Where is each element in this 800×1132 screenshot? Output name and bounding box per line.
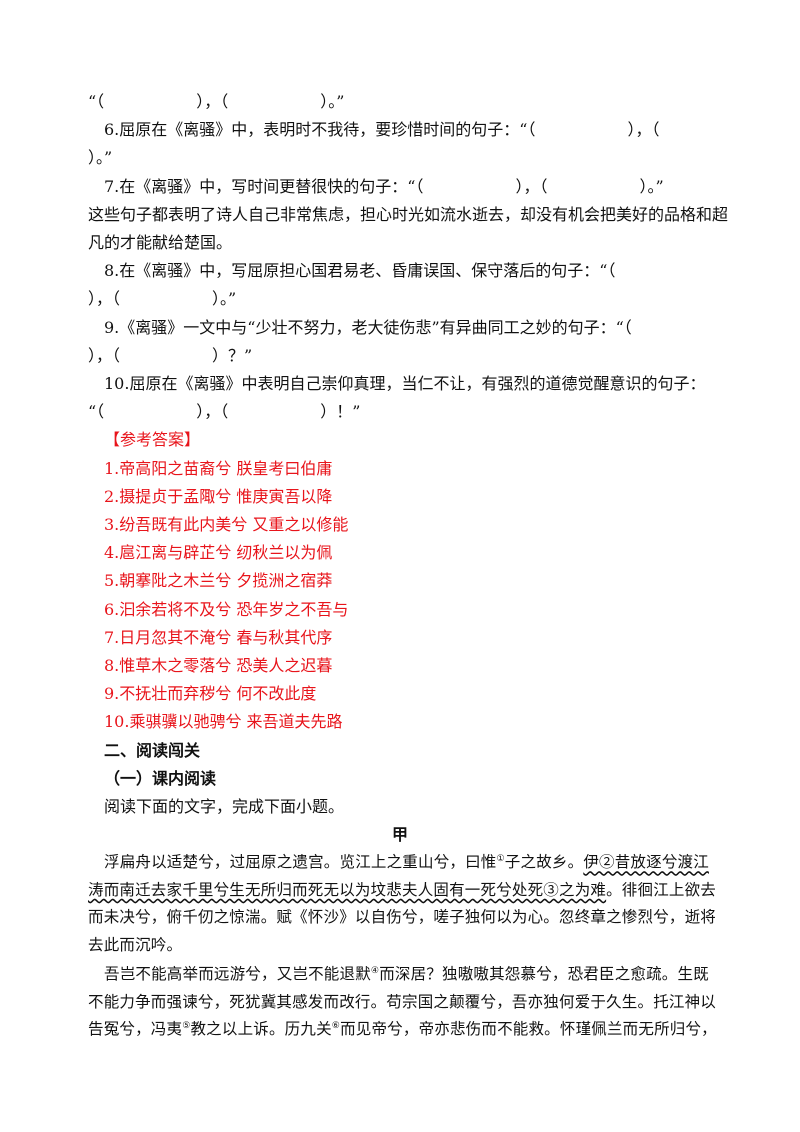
question-6-line-2: ）。” <box>88 148 113 168</box>
footnote-mark: ① <box>496 854 505 865</box>
passage-line: 而未决兮，俯千仞之惊湍。赋《怀沙》以自伤兮，嗟子独何以为心。忽终章之惨烈兮，逝将 <box>88 908 717 927</box>
passage-title: 甲 <box>391 825 408 845</box>
passage-text: 而深居？独嗷嗷其怨慕兮，恐君臣之愈疏。生既 <box>379 965 709 984</box>
passage-text: 而见帝兮，帝亦悲伤而不能救。怀瑾佩兰而无所归兮， <box>340 1020 717 1039</box>
answer-item: 9.不抚壮而弃秽兮 何不改此度 <box>104 684 317 704</box>
passage-text: 浮扁舟以适楚兮，过屈原之遗宫。览江上之重山兮，曰惟 <box>104 853 497 872</box>
passage-line: 去此而沉吟。 <box>88 935 183 954</box>
answer-item: 7.日月忽其不淹兮 春与秋其代序 <box>104 627 333 647</box>
question-8-line-2: ），（）。” <box>88 289 237 309</box>
footnote-mark: ⑥ <box>331 1021 341 1032</box>
wavy-underlined-text: 伊②昔放逐兮渡江 <box>583 853 709 872</box>
passage-line: 不能力争而强谏兮，死犹冀其感发而改行。苟宗国之颠覆兮，吾亦独何爱于久生。托江神以 <box>88 992 717 1011</box>
answer-item: 3.纷吾既有此内美兮 又重之以修能 <box>104 515 349 535</box>
section-title: 二、阅读闯关 <box>104 740 201 760</box>
answer-header: 【参考答案】 <box>104 430 201 450</box>
question-5-line-2: “（），（）。” <box>88 92 345 111</box>
section-instruction: 阅读下面的文字，完成下面小题。 <box>104 797 345 817</box>
passage-line: 涛而南迁去家千里兮生无所归而死无以为坟悲夫人固有一死兮处死③之为难。徘徊江上欲去 <box>88 877 716 905</box>
answer-item: 5.朝搴阰之木兰兮 夕揽洲之宿莽 <box>104 571 333 591</box>
answer-item: 10.乘骐骥以驰骋兮 来吾道夫先路 <box>104 712 343 732</box>
passage-line: 浮扁舟以适楚兮，过屈原之遗宫。览江上之重山兮，曰惟①子之故乡。伊②昔放逐兮渡江 <box>88 849 712 877</box>
question-10-line-2: “（），（）！” <box>88 402 361 422</box>
passage-text: 吾岂不能高举而远游兮，又岂不能退默 <box>104 965 371 984</box>
question-6-line-1: 6.屈原在《离骚》中，表明时不我待，要珍惜时间的句子：“（），（ <box>104 120 660 140</box>
answer-item: 8.惟草木之零落兮 恐美人之迟暮 <box>104 656 333 676</box>
passage-text: 子之故乡。 <box>504 853 584 872</box>
answer-item: 4.扈江离与辟芷兮 纫秋兰以为佩 <box>104 543 333 563</box>
question-7-line-1: 7.在《离骚》中，写时间更替很快的句子：“（），（）。” <box>104 176 664 196</box>
passage-text: 。徘徊江上欲去 <box>606 880 717 899</box>
question-7-line-2: 这些句子都表明了诗人自己非常焦虑，担心时光如流水逝去，却没有机会把美好的品格和超 <box>88 204 729 224</box>
question-9-line-2: ），（）？” <box>88 345 253 365</box>
wavy-underlined-text: 涛而南迁去家千里兮生无所归而死无以为坟悲夫人固有一死兮处死③之为难 <box>88 880 607 899</box>
question-7-line-3: 凡的才能献给楚国。 <box>88 233 233 253</box>
passage-text: 告冤兮，冯夷 <box>88 1020 183 1039</box>
question-10-line-1: 10.屈原在《离骚》中表明自己崇仰真理，当仁不让，有强烈的道德觉醒意识的句子： <box>104 374 706 394</box>
answer-item: 6.汩余若将不及兮 恐年岁之不吾与 <box>104 599 349 619</box>
passage-line: 吾岂不能高举而远游兮，又岂不能退默④而深居？独嗷嗷其怨慕兮，恐君臣之愈疏。生既 <box>88 961 712 989</box>
question-8-line-1: 8.在《离骚》中，写屈原担心国君易老、昏庸误国、保守落后的句子：“（ <box>104 261 616 281</box>
answer-item: 1.帝高阳之苗裔兮 朕皇考曰伯庸 <box>104 458 333 478</box>
answer-item: 2.摄提贞于孟陬兮 惟庚寅吾以降 <box>104 486 333 506</box>
section-subtitle: （一）课内阅读 <box>104 768 217 788</box>
question-9-line-1: 9.《离骚》一文中与“少壮不努力，老大徒伤悲”有异曲同工之妙的句子：“（ <box>104 317 632 337</box>
footnote-mark: ⑤ <box>182 1021 191 1032</box>
passage-line: 告冤兮，冯夷⑤教之以上诉。历九关⑥而见帝兮，帝亦悲伤而不能救。怀瑾佩兰而无所归兮… <box>88 1016 717 1044</box>
footnote-mark: ④ <box>370 966 380 977</box>
passage-text: 教之以上诉。历九关 <box>190 1020 332 1039</box>
